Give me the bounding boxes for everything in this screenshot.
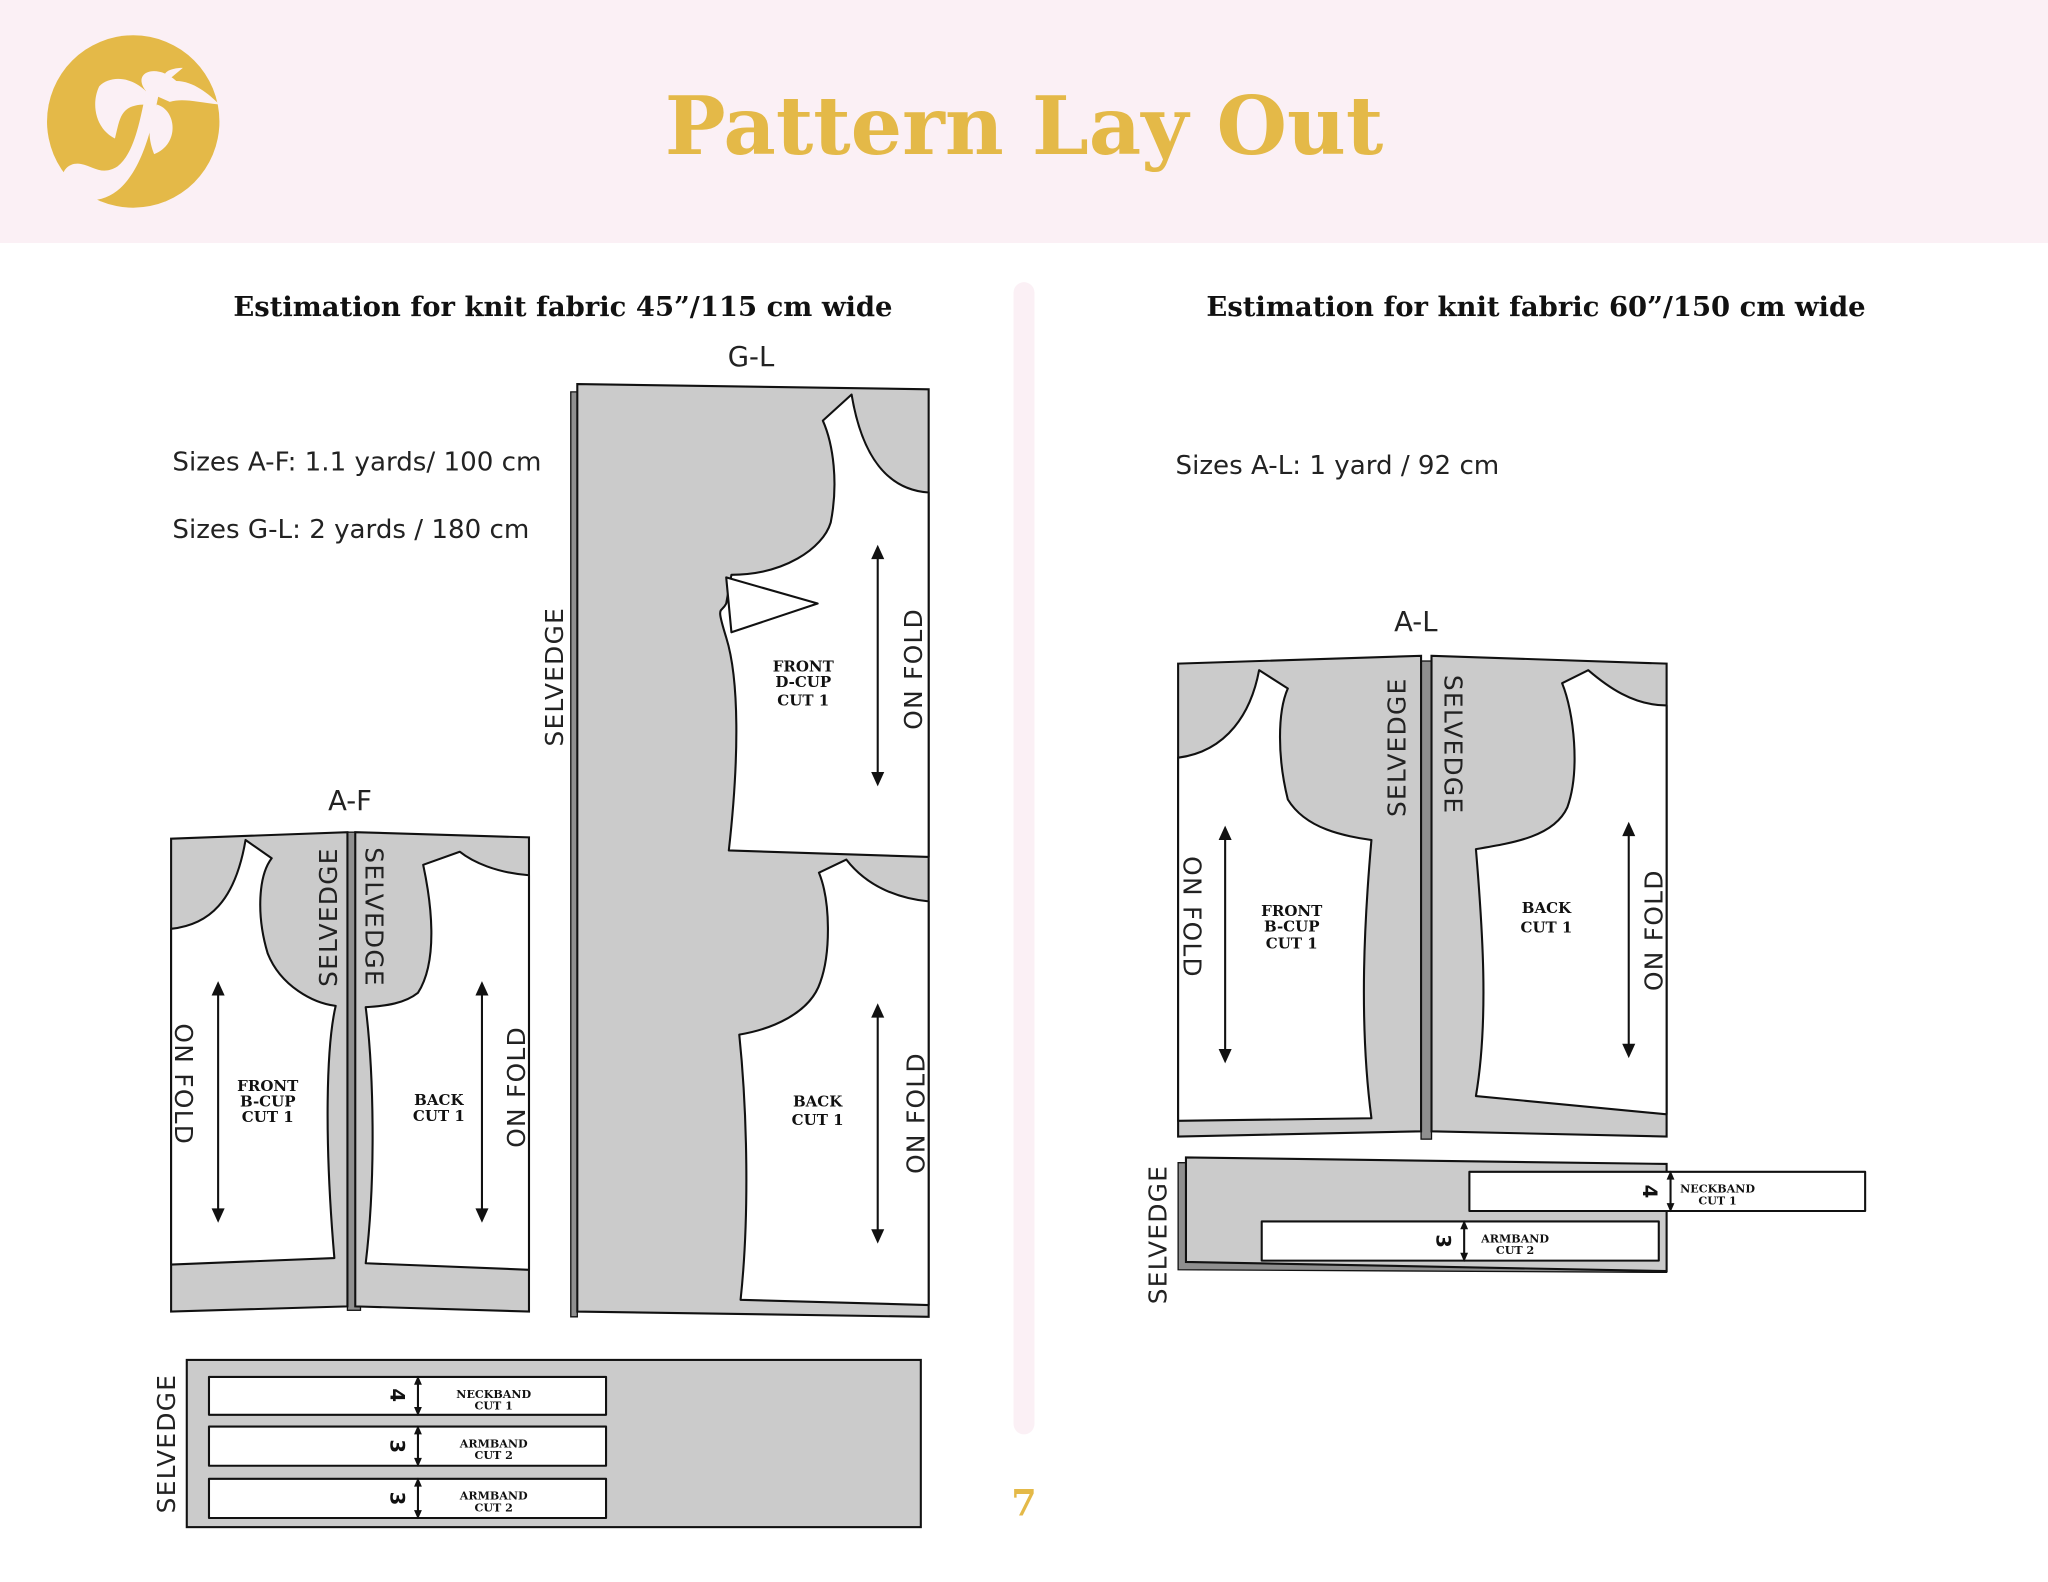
band-armband: 3 ARMBAND CUT 2 bbox=[207, 1477, 608, 1520]
grainline-arrow-icon bbox=[871, 544, 885, 787]
back-piece-al bbox=[1474, 669, 1668, 1116]
page-title: Pattern Lay Out bbox=[665, 79, 1384, 174]
size-label-al: A-L bbox=[1394, 607, 1438, 638]
layout-af: A-F SELVEDGE SELVEDGE ON FOLD ON FOLD bbox=[169, 786, 531, 1313]
selvedge-label-al-left: SELVEDGE bbox=[1382, 677, 1411, 817]
on-fold-label-af-front: ON FOLD bbox=[169, 1023, 198, 1145]
yardage-sizes-gl: Sizes G-L: 2 yards / 180 cm bbox=[172, 515, 529, 545]
front-label-line3: CUT 1 bbox=[1266, 934, 1318, 952]
band-neckband: 4 NECKBAND CUT 1 bbox=[1468, 1170, 1867, 1213]
band-width-3: 3 bbox=[386, 1492, 409, 1506]
band-width-4: 4 bbox=[386, 1388, 409, 1402]
header-band bbox=[0, 0, 2048, 243]
on-fold-label-al-back: ON FOLD bbox=[1640, 869, 1669, 991]
band-cut: CUT 2 bbox=[475, 1449, 513, 1462]
front-label-line2: B-CUP bbox=[1264, 917, 1320, 935]
layout-gl: G-L SELVEDGE ON FOLD ON FOLD FRONT D-CUP… bbox=[540, 342, 931, 1318]
front-label-line2: B-CUP bbox=[240, 1092, 296, 1110]
grainline-arrow-icon bbox=[475, 981, 489, 1223]
band-name: ARMBAND bbox=[1480, 1232, 1549, 1245]
back-label-line1: BACK bbox=[1522, 899, 1572, 917]
yardage-sizes-af: Sizes A-F: 1.1 yards/ 100 cm bbox=[172, 447, 541, 477]
front-dcup-label-line2: D-CUP bbox=[775, 673, 831, 691]
fold-edge bbox=[1420, 660, 1433, 1140]
band-width-4: 4 bbox=[1638, 1185, 1661, 1199]
front-label-line1: FRONT bbox=[237, 1077, 299, 1095]
layout-al: A-L SELVEDGE SELVEDGE ON FOLD ON FOLD FR… bbox=[1177, 607, 1669, 1140]
band-name: NECKBAND bbox=[456, 1388, 531, 1401]
on-fold-label-gl-back: ON FOLD bbox=[902, 1052, 931, 1174]
left-column-45in: Estimation for knit fabric 45”/115 cm wi… bbox=[152, 291, 931, 1529]
back-piece-gl bbox=[738, 858, 930, 1307]
size-label-gl: G-L bbox=[728, 342, 775, 373]
front-dcup-piece bbox=[719, 393, 930, 859]
band-name: ARMBAND bbox=[459, 1437, 528, 1450]
heading-45in: Estimation for knit fabric 45”/115 cm wi… bbox=[233, 291, 892, 323]
selvedge-label-bands: SELVEDGE bbox=[152, 1374, 181, 1514]
band-cut: CUT 2 bbox=[1496, 1244, 1534, 1257]
back-label-line1: BACK bbox=[414, 1091, 464, 1109]
bust-dart bbox=[725, 576, 819, 634]
front-bcup-piece bbox=[1177, 669, 1373, 1122]
palm-tree-logo-icon bbox=[47, 35, 220, 208]
grainline-arrow-icon bbox=[211, 981, 225, 1223]
grainline-arrow-icon bbox=[871, 1003, 885, 1244]
back-piece-af bbox=[364, 850, 531, 1271]
band-neckband: 4 NECKBAND CUT 1 bbox=[207, 1375, 608, 1417]
selvedge-label-al-right: SELVEDGE bbox=[1439, 675, 1468, 815]
band-width-3: 3 bbox=[1432, 1234, 1455, 1248]
on-fold-label-al-front: ON FOLD bbox=[1177, 856, 1206, 978]
back-gl-label-line2: CUT 1 bbox=[792, 1111, 844, 1129]
back-label-line2: CUT 1 bbox=[1520, 919, 1572, 937]
header: Pattern Lay Out bbox=[0, 0, 2048, 243]
bands-layout-45in: SELVEDGE 4 NECKBAND CUT 1 3 ARMBAND CUT … bbox=[152, 1358, 922, 1529]
back-label-line2: CUT 1 bbox=[413, 1107, 465, 1125]
front-label-line3: CUT 1 bbox=[242, 1108, 294, 1126]
selvedge-label-af-left: SELVEDGE bbox=[314, 847, 343, 987]
grainline-arrow-icon bbox=[1218, 825, 1232, 1064]
yardage-sizes-al: Sizes A-L: 1 yard / 92 cm bbox=[1176, 451, 1500, 481]
front-label-line1: FRONT bbox=[1261, 902, 1323, 920]
right-column-60in: Estimation for knit fabric 60”/150 cm wi… bbox=[1143, 291, 1867, 1305]
band-armband: 3 ARMBAND CUT 2 bbox=[1260, 1220, 1660, 1262]
band-cut: CUT 1 bbox=[1698, 1194, 1736, 1207]
band-armband: 3 ARMBAND CUT 2 bbox=[207, 1425, 608, 1468]
front-bcup-piece bbox=[170, 838, 337, 1266]
page-number: 7 bbox=[1011, 1481, 1036, 1524]
selvedge-label-bands-right: SELVEDGE bbox=[1143, 1165, 1172, 1305]
grainline-arrow-icon bbox=[1622, 821, 1636, 1059]
column-divider bbox=[1013, 282, 1035, 1435]
fold-edge bbox=[570, 391, 578, 1318]
on-fold-label-af-back: ON FOLD bbox=[502, 1026, 531, 1148]
on-fold-label-gl-front: ON FOLD bbox=[899, 608, 928, 730]
size-label-af: A-F bbox=[328, 786, 372, 817]
front-dcup-label-line3: CUT 1 bbox=[777, 691, 829, 709]
band-name: ARMBAND bbox=[459, 1490, 528, 1503]
band-cut: CUT 1 bbox=[475, 1400, 513, 1413]
heading-60in: Estimation for knit fabric 60”/150 cm wi… bbox=[1206, 291, 1865, 323]
band-cut: CUT 2 bbox=[475, 1501, 513, 1514]
selvedge-label-gl: SELVEDGE bbox=[540, 607, 569, 747]
front-dcup-label-line1: FRONT bbox=[773, 657, 835, 675]
band-name: NECKBAND bbox=[1680, 1183, 1755, 1196]
selvedge-label-af-right: SELVEDGE bbox=[360, 847, 389, 987]
back-gl-label-line1: BACK bbox=[793, 1092, 843, 1110]
bands-layout-60in: SELVEDGE 4 NECKBAND CUT 1 3 ARMBAND CUT … bbox=[1143, 1156, 1867, 1305]
band-width-3: 3 bbox=[386, 1439, 409, 1453]
